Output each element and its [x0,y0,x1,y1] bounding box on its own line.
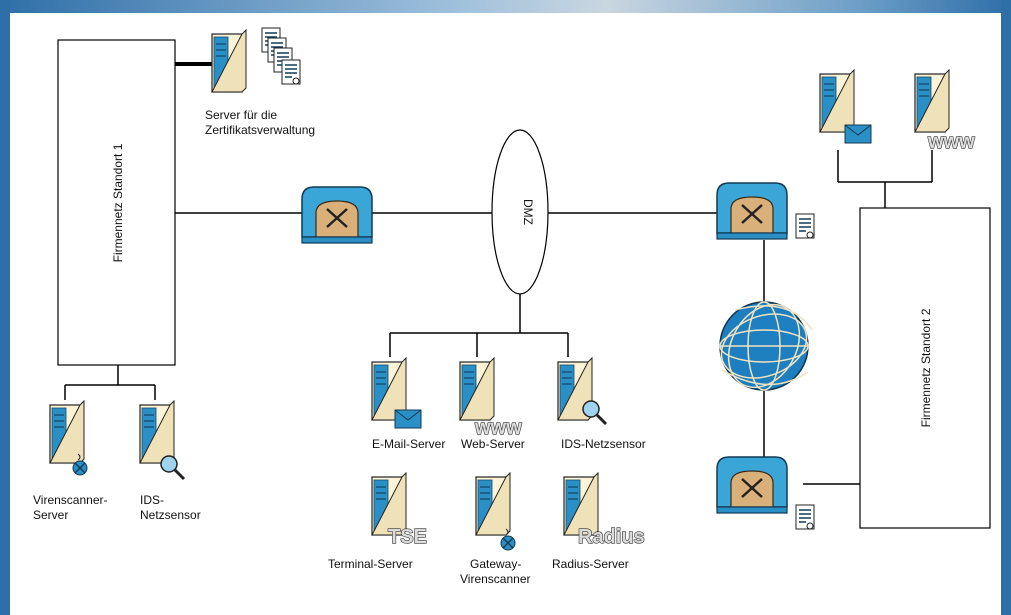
site2-mail-server-icon [819,69,855,133]
dmz-label: DMZ [521,199,535,225]
dmz-ellipse [491,129,549,295]
ids-left-server-icon [139,400,175,464]
virus-scanner-server-icon [49,400,85,464]
gateway-virus-server-icon [475,472,511,536]
web-server-icon [459,357,495,421]
virus-server-label: Virenscanner- Server [33,493,111,522]
radius-server-label: Radius-Server [552,557,629,571]
site2-box [859,207,991,529]
top-gradient-bar [0,0,1011,13]
www-tag: www [474,417,522,439]
certificate-icon [795,213,815,239]
certificate-stack-icon [261,27,301,85]
gateway-virus-label: Gateway- Virenscanner [460,557,531,586]
internet-globe-icon [719,301,813,391]
firewall-top-right-icon [715,181,789,241]
cert-server-label: Server für die Zertifikatsverwaltung [205,108,315,137]
ids-dmz-label: IDS-Netzsensor [561,437,646,451]
email-server-label: E-Mail-Server [372,437,445,451]
connection-lines [64,150,933,485]
envelope-icon [394,409,422,429]
magnifier-icon [159,454,186,481]
cert-server-icon [211,29,247,93]
ids-left-label: IDS- Netzsensor [140,493,201,522]
www-tag: www [927,131,975,153]
right-border [1001,0,1011,615]
site2-label: Firmennetz Standort 2 [919,308,933,427]
radius-tag: Radius [578,526,645,548]
certificate-icon [795,504,815,530]
site2-web-server-icon [914,69,950,133]
left-border [0,0,10,615]
site1-label: Firmennetz Standort 1 [111,143,125,262]
tse-tag: TSE [388,526,427,548]
web-server-label: Web-Server [461,437,525,451]
firewall-bottom-right-icon [715,455,789,515]
site1-box [57,39,176,366]
firewall-left-icon [300,185,374,245]
envelope-icon [844,124,872,144]
terminal-server-label: Terminal-Server [328,557,413,571]
